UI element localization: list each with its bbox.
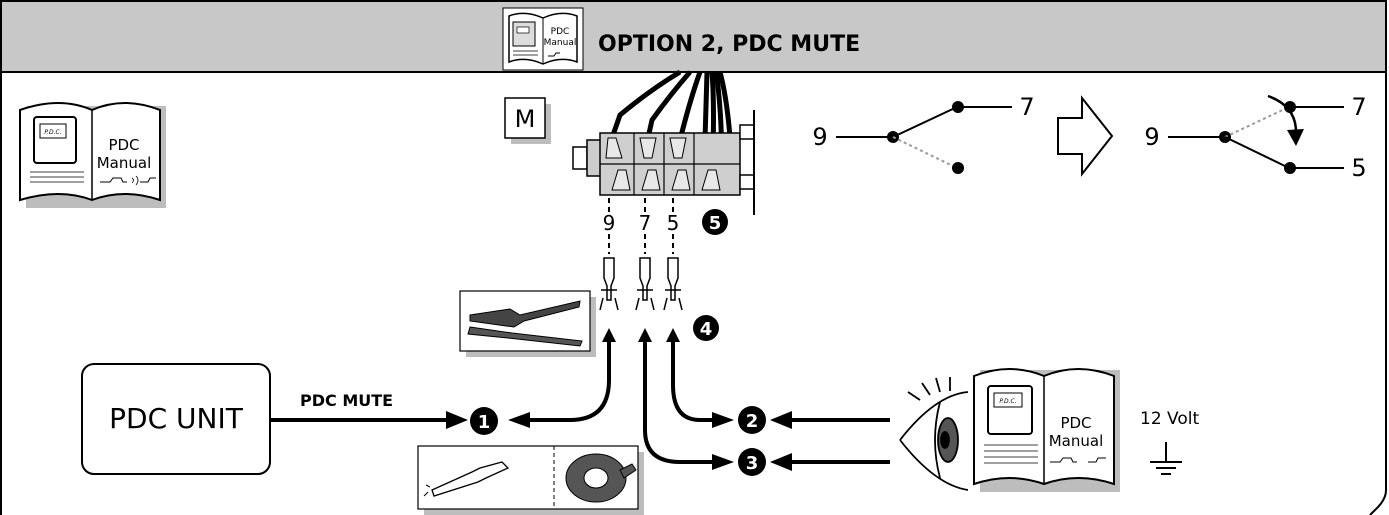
step-marker-4: [693, 315, 719, 341]
manual-book-right-line2: Manual: [1049, 432, 1104, 450]
manual-book-right-tag: P.D.C.: [999, 398, 1016, 405]
step-marker-3: [738, 448, 766, 476]
arrow-to-step-1: [508, 412, 530, 428]
step-5-label: 5: [709, 213, 722, 234]
voltage-label: 12 Volt: [1140, 409, 1199, 429]
manual-book-left: [19, 102, 166, 208]
crimp-terminals: [599, 257, 683, 311]
arrowheads-up: [602, 328, 680, 342]
header-bar: [2, 2, 1385, 72]
header-book-text-2: Manual: [544, 38, 577, 48]
connector-block: [572, 110, 755, 215]
step-3-label: 3: [746, 453, 759, 474]
pdc-mute-label: PDC MUTE: [300, 391, 393, 410]
manual-book-left-tag: P.D.C.: [44, 129, 61, 136]
solder-tape-box: [417, 445, 644, 515]
step-marker-5: [702, 209, 728, 235]
switch-diagram-before: [836, 101, 1012, 174]
step-2-label: 2: [746, 411, 759, 432]
pin-label-5: 5: [667, 211, 680, 235]
switch-after-label-5: 5: [1351, 154, 1366, 182]
switch-after-label-9: 9: [1144, 123, 1159, 151]
ground-symbol-icon: [1150, 442, 1182, 475]
switch-before-label-7: 7: [1019, 93, 1034, 121]
switch-before-label-9: 9: [812, 123, 827, 151]
step-4-label: 4: [700, 319, 713, 340]
header-book-text-1: PDC: [551, 27, 570, 37]
pin-label-9: 9: [603, 211, 616, 235]
crimp-tool-box: [459, 290, 596, 357]
connector-badge-box: [504, 97, 546, 139]
manual-book-right: [973, 368, 1120, 492]
transition-arrow-icon: [1057, 95, 1114, 177]
header-manual-icon: [502, 7, 584, 71]
connector-badge: M: [515, 105, 536, 133]
pin-label-7: 7: [639, 211, 652, 235]
step-marker-2: [738, 406, 766, 434]
eye-icon: [899, 377, 969, 491]
arrow-eye-to-step-2: [770, 411, 792, 429]
step-1-label: 1: [478, 412, 491, 433]
switch-after-label-7: 7: [1351, 93, 1366, 121]
wires-to-terminals: [530, 340, 716, 464]
pdc-unit-label: PDC UNIT: [109, 402, 244, 435]
step-marker-1: [470, 407, 498, 435]
switch-diagram-after: [1168, 94, 1344, 174]
manual-book-left-line2: Manual: [97, 154, 152, 172]
header-title: OPTION 2, PDC MUTE: [598, 32, 860, 57]
dashed-leads: [608, 198, 674, 254]
manual-book-right-line1: PDC: [1060, 414, 1091, 432]
arrow-to-step-2: [712, 412, 734, 428]
arrow-to-step-3: [712, 454, 734, 470]
manual-book-left-line1: PDC: [108, 136, 139, 154]
arrow-eye-to-step-3: [770, 453, 792, 471]
